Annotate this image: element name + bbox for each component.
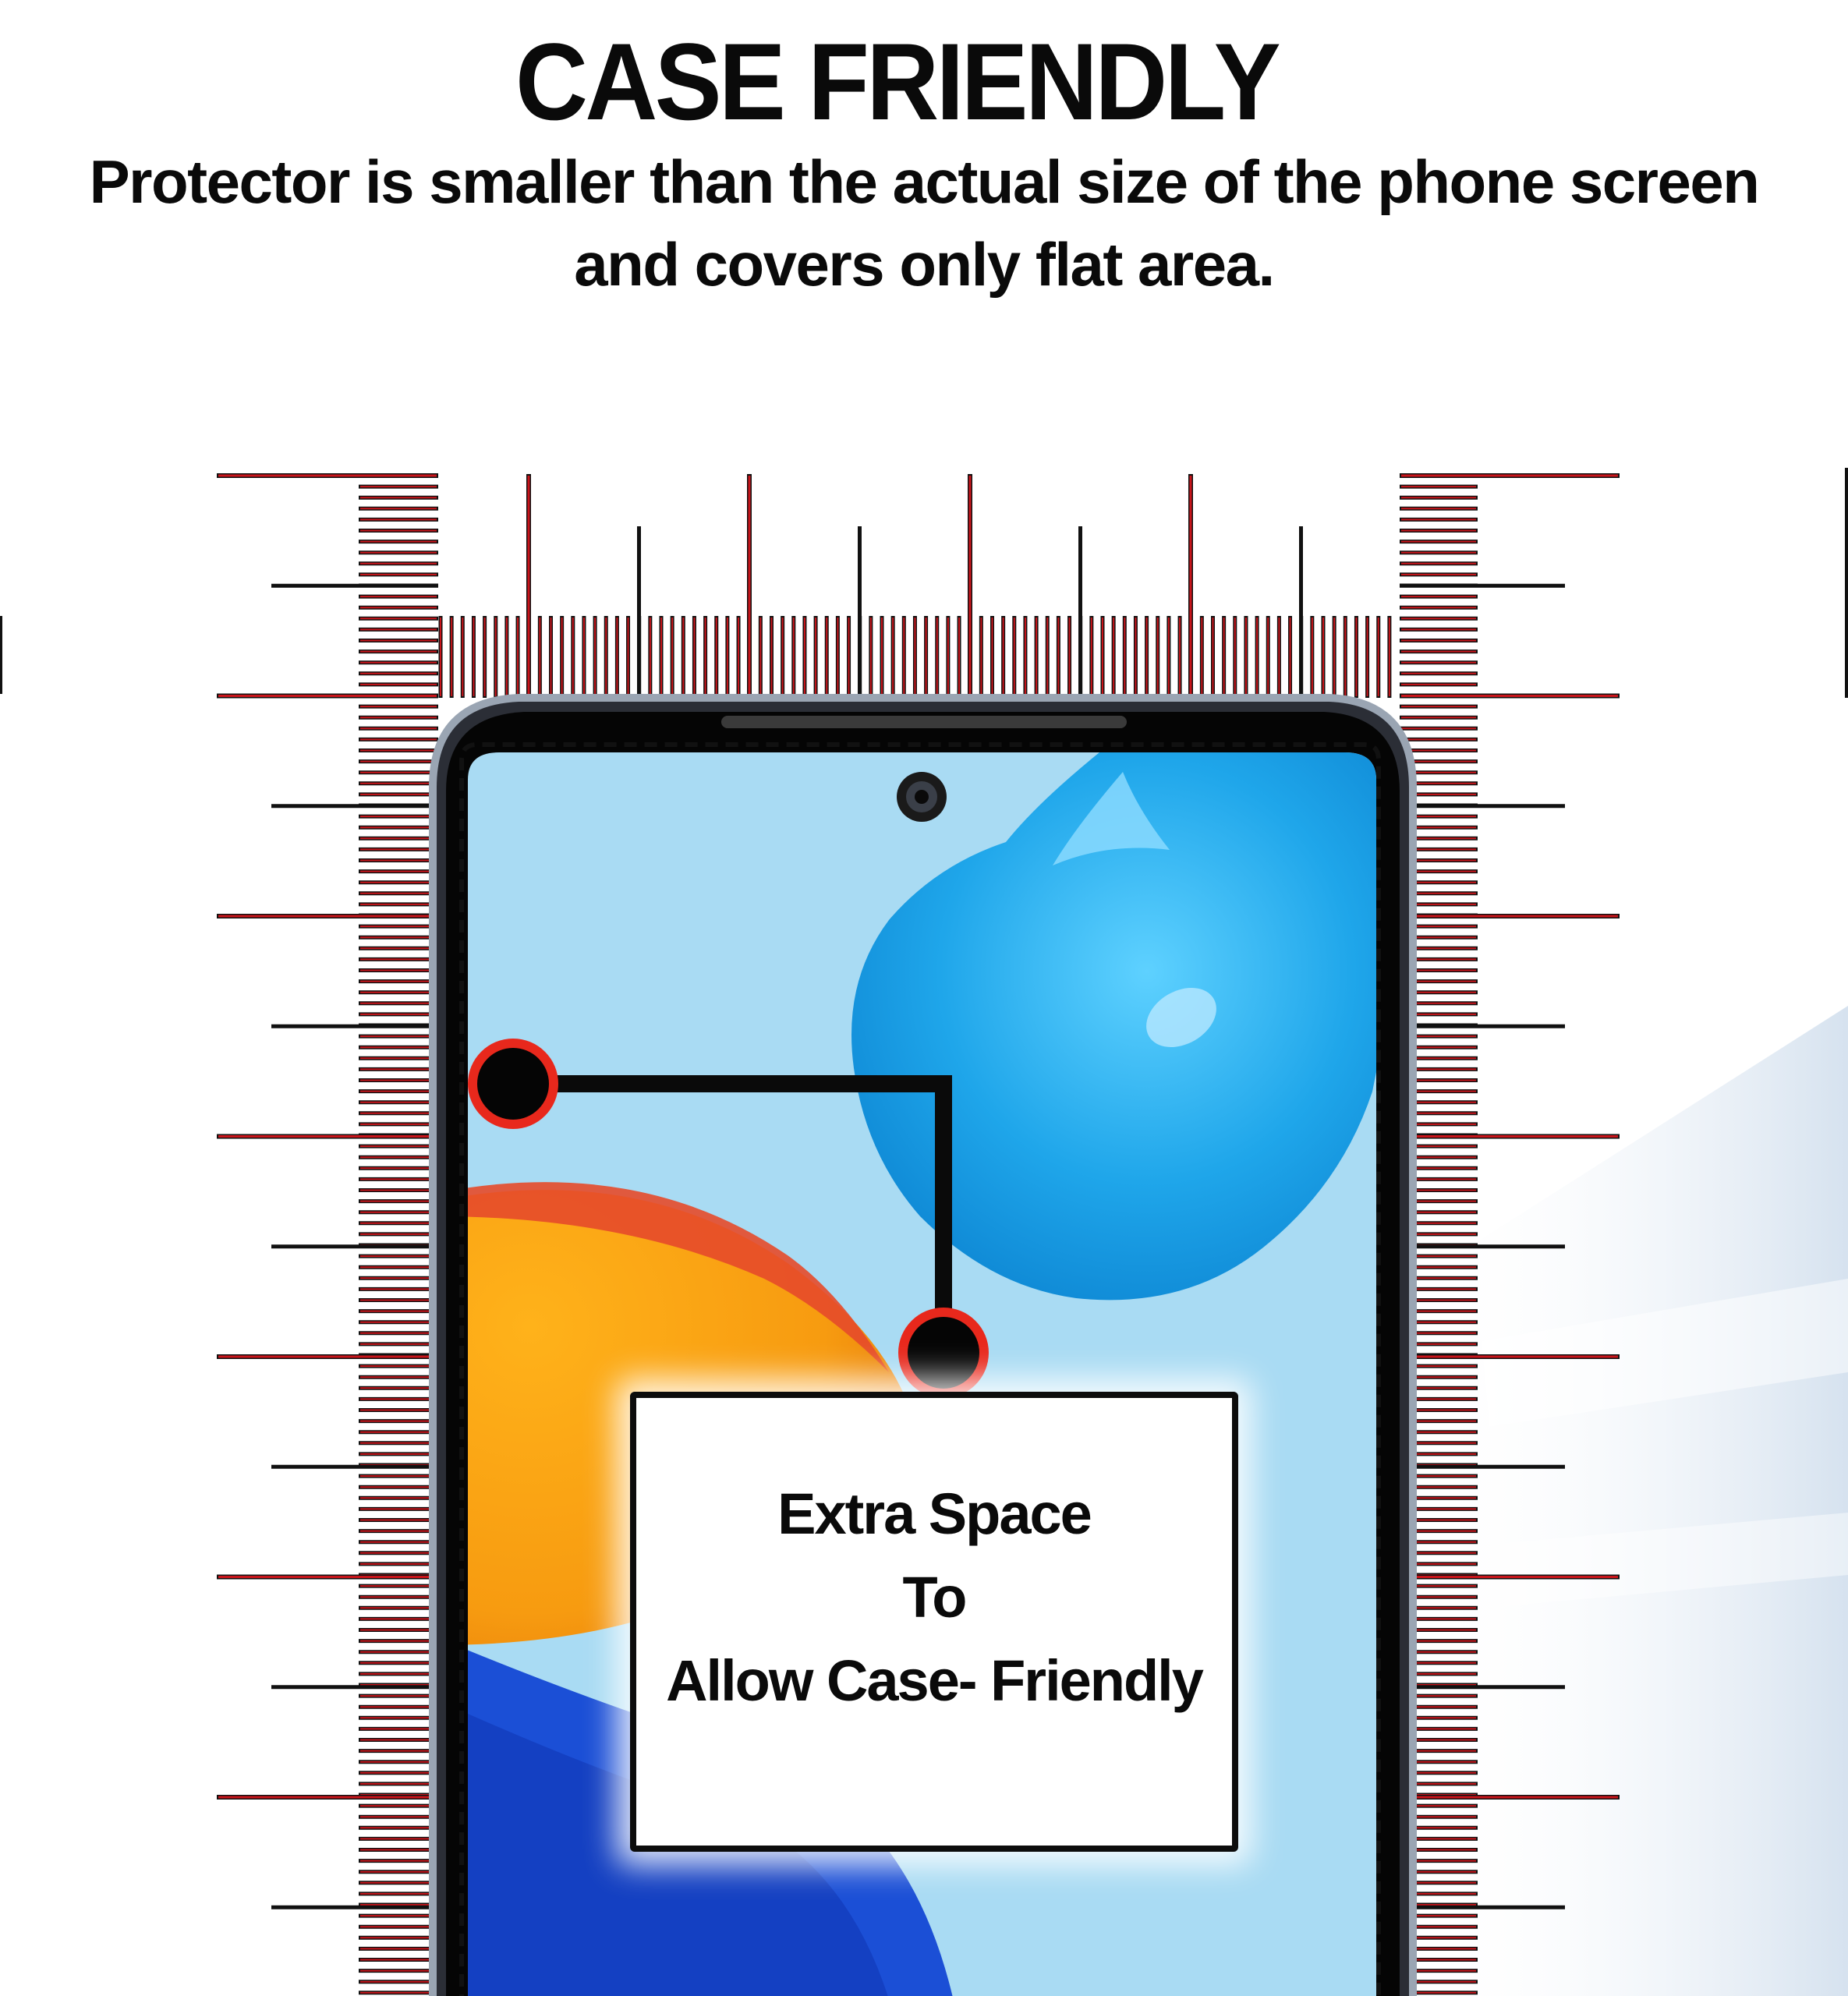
callout-line: Allow Case- Friendly	[666, 1648, 1204, 1713]
subtitle-line: Protector is smaller than the actual siz…	[89, 147, 1760, 216]
protector-outline	[459, 742, 1381, 1996]
callout-line: Extra Space	[777, 1481, 1092, 1546]
edge-mark-right	[1845, 468, 1848, 698]
ruler-top	[438, 474, 1392, 698]
callout-line: To	[902, 1565, 968, 1630]
wallpaper-droplet-shape	[851, 752, 1376, 1301]
callout-text: Extra Space To Allow Case- Friendly	[636, 1472, 1232, 1722]
page-title: CASE FRIENDLY	[515, 20, 1281, 143]
marker-dot-icon	[468, 1039, 558, 1129]
marker-dot-icon	[898, 1308, 989, 1398]
ruler-left	[217, 473, 438, 1995]
front-camera-icon	[897, 772, 947, 822]
subtitle-line: and covers only flat area.	[574, 230, 1275, 299]
connector-line	[515, 1075, 952, 1353]
callout-box: Extra Space To Allow Case- Friendly	[630, 1392, 1238, 1852]
page-subtitle: Protector is smaller than the actual siz…	[78, 140, 1770, 306]
edge-mark-left	[0, 616, 2, 694]
glass-reflection	[1419, 1006, 1848, 1996]
